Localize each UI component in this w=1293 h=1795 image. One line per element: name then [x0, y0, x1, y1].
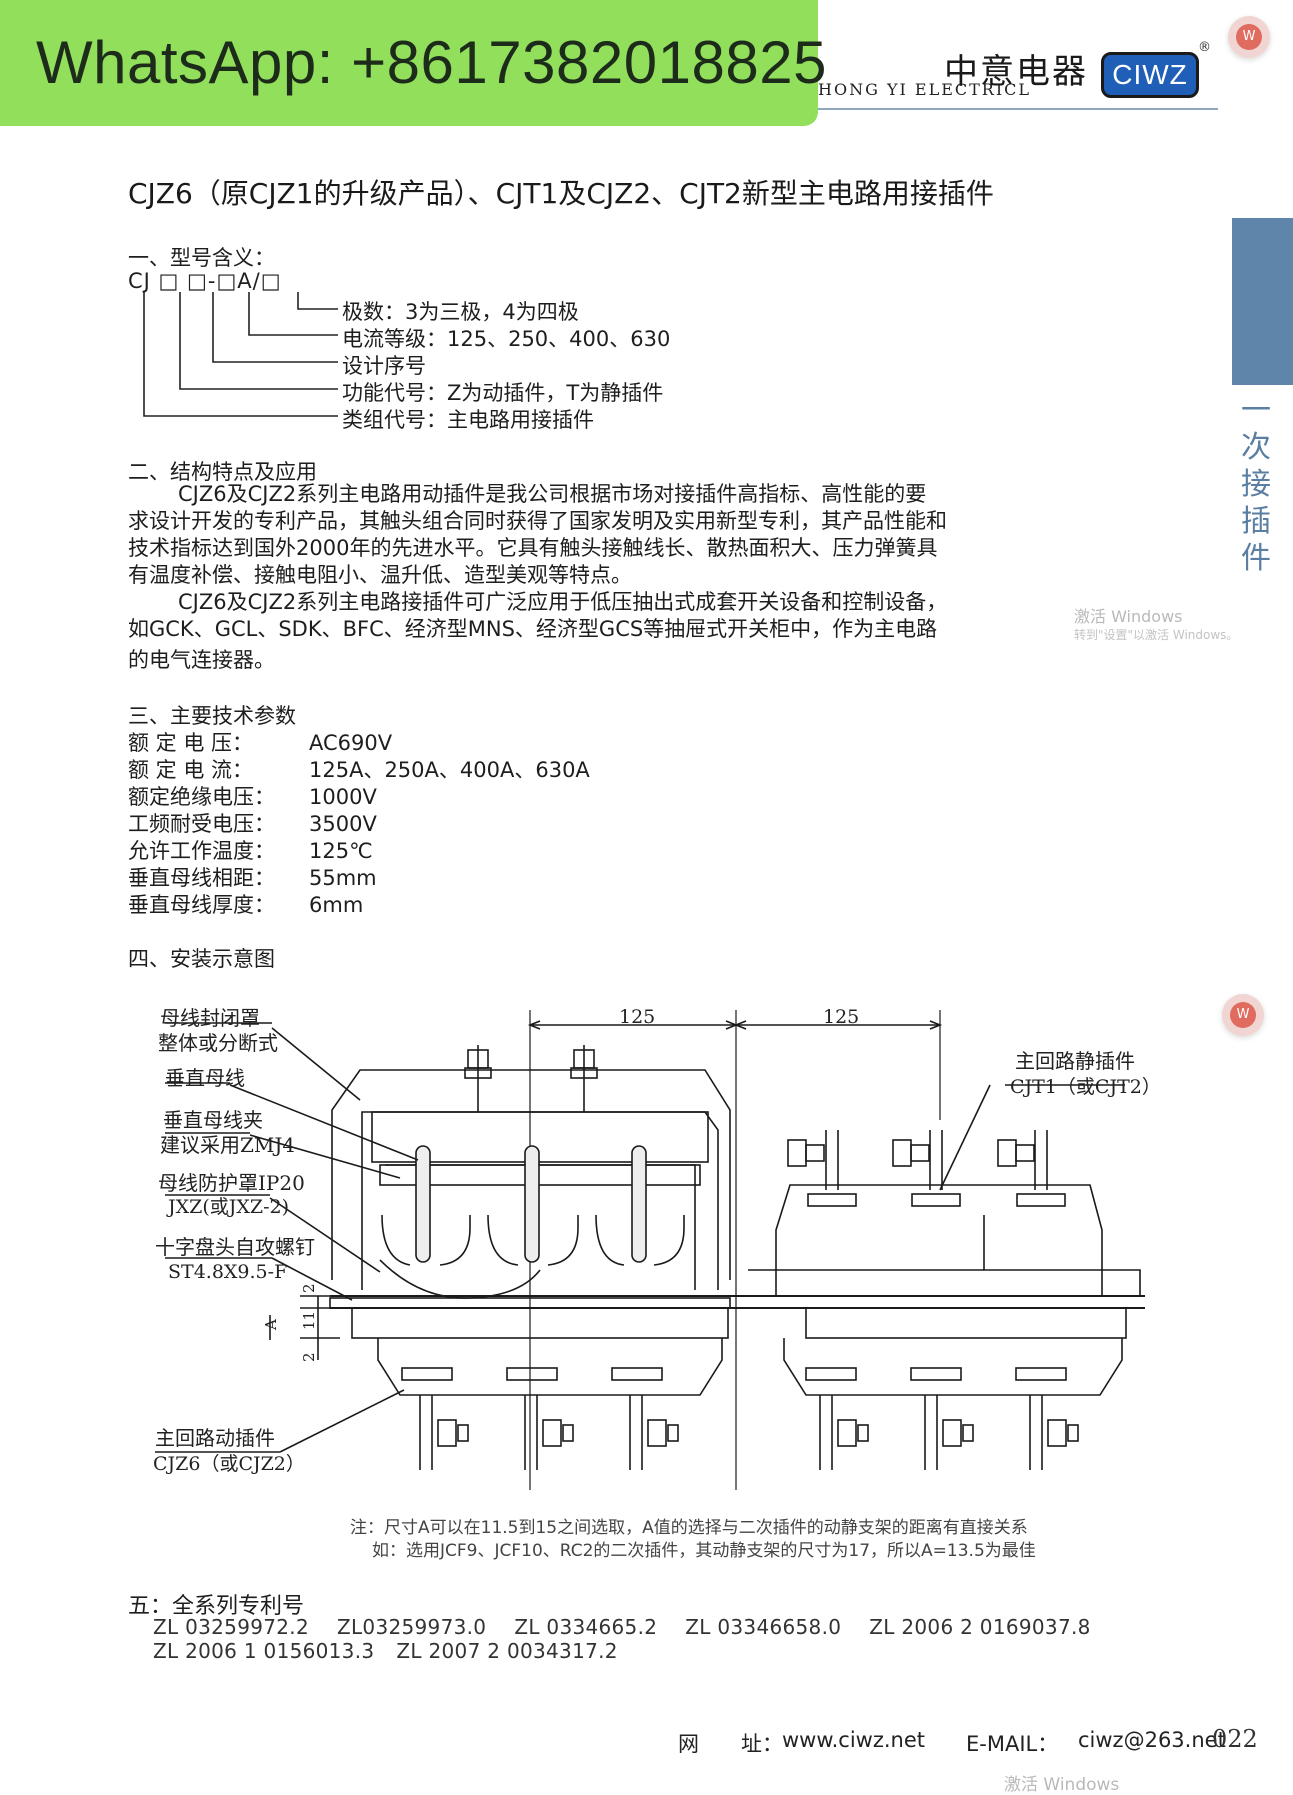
document-icon: W [1230, 1002, 1256, 1028]
legend-current: 电流等级：125、250、400、630 [342, 327, 671, 351]
label-screw-line1: 十字盘头自攻螺钉 [155, 1235, 315, 1259]
dimension-2-top: 2 [300, 1283, 318, 1293]
sidebar-section-label: 一 次 接 插 件 [1241, 393, 1271, 576]
label-cover-line2: 整体或分断式 [158, 1031, 278, 1055]
spec-row: 垂直母线相距：55mm [128, 866, 377, 890]
footer-email-label: E-MAIL： [966, 1732, 1059, 1756]
document-icon: W [1236, 24, 1262, 50]
label-screw-line2: ST4.8X9.5-F [168, 1261, 287, 1283]
page-title: CJZ6（原CJZ1的升级产品）、CJT1及CJZ2、CJT2新型主电路用接插件 [128, 177, 994, 210]
section5-heading: 五：全系列专利号 [128, 1594, 305, 1619]
spec-row: 垂直母线厚度：6mm [128, 893, 364, 917]
footer-web-label: 网 址： [678, 1732, 783, 1756]
whatsapp-banner [0, 0, 818, 126]
sidebar-accent-bar [1232, 218, 1293, 385]
dimension-11: 11 [300, 1311, 318, 1330]
section3-heading: 三、主要技术参数 [128, 704, 296, 728]
label-moving-plug-line1: 主回路动插件 [155, 1426, 275, 1450]
spec-row: 工频耐受电压：3500V [128, 812, 377, 836]
installation-note-2: 如：选用JCF9、JCF10、RC2的二次插件，其动静支架的尺寸为17，所以A=… [372, 1541, 1036, 1561]
windows-activation-hint: 转到"设置"以激活 Windows。 [1074, 628, 1239, 642]
spec-row: 允许工作温度：125℃ [128, 839, 373, 863]
legend-poles: 极数：3为三极，4为四极 [342, 300, 579, 324]
label-clamp-line2: 建议采用ZMJ4 [160, 1133, 295, 1157]
spec-row: 额定绝缘电压：1000V [128, 785, 377, 809]
label-static-plug-line1: 主回路静插件 [1015, 1049, 1135, 1073]
floating-action-button-top[interactable]: W [1228, 16, 1270, 58]
dimension-2-bottom: 2 [300, 1352, 318, 1362]
section1-heading: 一、型号含义： [128, 246, 275, 270]
footer-email-link[interactable]: ciwz@263.net [1078, 1728, 1226, 1752]
section2-paragraph-2: CJZ6及CJZ2系列主电路接插件可广泛应用于低压抽出式成套开关设备和控制设备，… [128, 590, 948, 672]
brand-name-cn: 中意电器 [944, 52, 1088, 92]
registered-mark: ® [1198, 40, 1211, 55]
label-guard-line2: JXZ(或JXZ-2) [166, 1196, 289, 1218]
label-static-plug-line2: CJT1（或CJT2） [1010, 1076, 1161, 1098]
section2-heading: 二、结构特点及应用 [128, 460, 317, 484]
label-moving-plug-line2: CJZ6（或CJZ2） [153, 1453, 305, 1475]
spec-row: 额 定 电 流：125A、250A、400A、630A [128, 758, 590, 782]
label-guard-line1: 母线防护罩IP20 [158, 1171, 305, 1195]
brand-name-en: HONG YI ELECTRICL [818, 80, 1032, 99]
label-busbar: 垂直母线 [165, 1066, 245, 1090]
section4-heading: 四、安装示意图 [128, 947, 275, 971]
page-number: 022 [1212, 1725, 1258, 1753]
header-divider [818, 108, 1218, 110]
label-cover-line1: 母线封闭罩 [160, 1006, 260, 1030]
spec-row: 额 定 电 压：AC690V [128, 731, 393, 755]
dimension-125-left: 125 [619, 1006, 655, 1028]
section2-paragraph-1: CJZ6及CJZ2系列主电路用动插件是我公司根据市场对接插件高指标、高性能的要 … [128, 482, 947, 587]
model-code: CJ □ □-□A/□ [128, 269, 282, 293]
legend-function: 功能代号：Z为动插件，T为静插件 [342, 381, 664, 405]
dimension-a: A [262, 1319, 280, 1331]
model-code-bracket-lines [143, 292, 338, 417]
whatsapp-number: WhatsApp: +8617382018825 [36, 29, 827, 96]
ciwz-logo: CIWZ [1101, 52, 1199, 98]
windows-activation-watermark-bottom: 激活 Windows [1004, 1775, 1120, 1795]
installation-diagram: 125 125 2 11 2 A 母线封闭罩 整体或分断式 垂直母线 垂直母线夹… [153, 1006, 1161, 1490]
dimension-125-right: 125 [823, 1006, 859, 1028]
footer-website-link[interactable]: www.ciwz.net [782, 1728, 925, 1752]
floating-action-button-middle[interactable]: W [1222, 994, 1264, 1036]
legend-group: 类组代号：主电路用接插件 [342, 408, 594, 432]
legend-design-no: 设计序号 [342, 354, 426, 378]
label-clamp-line1: 垂直母线夹 [163, 1108, 263, 1132]
windows-activation-watermark: 激活 Windows [1074, 607, 1183, 626]
installation-note-1: 注：尺寸A可以在11.5到15之间选取，A值的选择与二次插件的动静支架的距离有直… [350, 1518, 1028, 1538]
